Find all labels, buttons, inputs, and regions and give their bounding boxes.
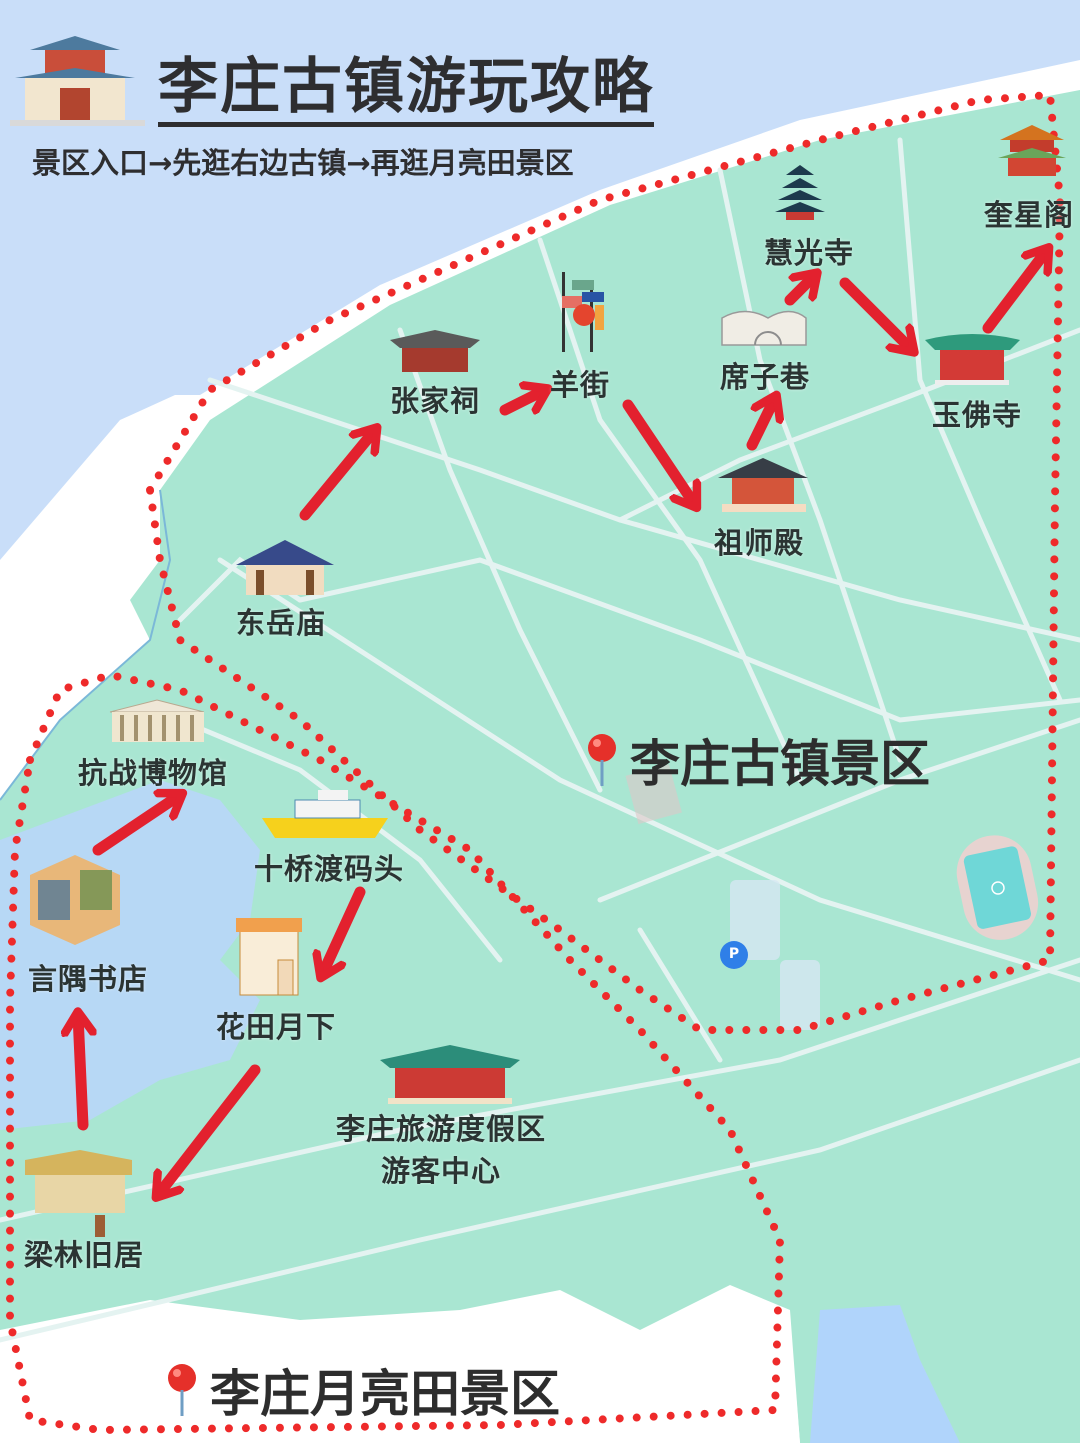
route-summary: 景区入口→先逛右边古镇→再逛月亮田景区 <box>32 146 574 180</box>
poi-huatian-yuexia[interactable]: 花田月下 <box>216 1010 337 1044</box>
poi-lianglin-former-residence[interactable]: 梁林旧居 <box>24 1238 145 1272</box>
area-label-ancient-town[interactable]: 李庄古镇景区 <box>584 724 930 796</box>
poi-zushi-hall[interactable]: 祖师殿 <box>714 526 805 560</box>
poi-kuixing-pavilion[interactable]: 奎星阁 <box>984 198 1075 232</box>
poi-dongyue-temple[interactable]: 东岳庙 <box>236 606 327 640</box>
poi-yufo-temple[interactable]: 玉佛寺 <box>932 398 1023 432</box>
poi-shiqiaodu-pier[interactable]: 十桥渡码头 <box>254 852 405 886</box>
stadium-icon <box>956 835 1039 940</box>
poi-visitor-center[interactable]: 李庄旅游度假区 游客中心 <box>336 1112 547 1188</box>
poi-huiguang-temple[interactable]: 慧光寺 <box>764 236 855 270</box>
poi-zhang-ancestral-hall[interactable]: 张家祠 <box>390 384 481 418</box>
area-label-moon-field[interactable]: 李庄月亮田景区 <box>164 1354 560 1426</box>
poi-yang-street[interactable]: 羊街 <box>550 368 611 402</box>
map-pin-icon <box>168 1364 196 1416</box>
poi-xizi-lane[interactable]: 席子巷 <box>720 360 811 394</box>
poi-yanyu-bookstore[interactable]: 言隅书店 <box>28 962 149 996</box>
poi-war-museum[interactable]: 抗战博物馆 <box>78 756 229 790</box>
header-building-icon <box>10 36 145 126</box>
map-pin-icon <box>588 734 616 786</box>
page-title: 李庄古镇游玩攻略 <box>158 52 654 127</box>
parking-icon[interactable]: P <box>728 946 740 962</box>
